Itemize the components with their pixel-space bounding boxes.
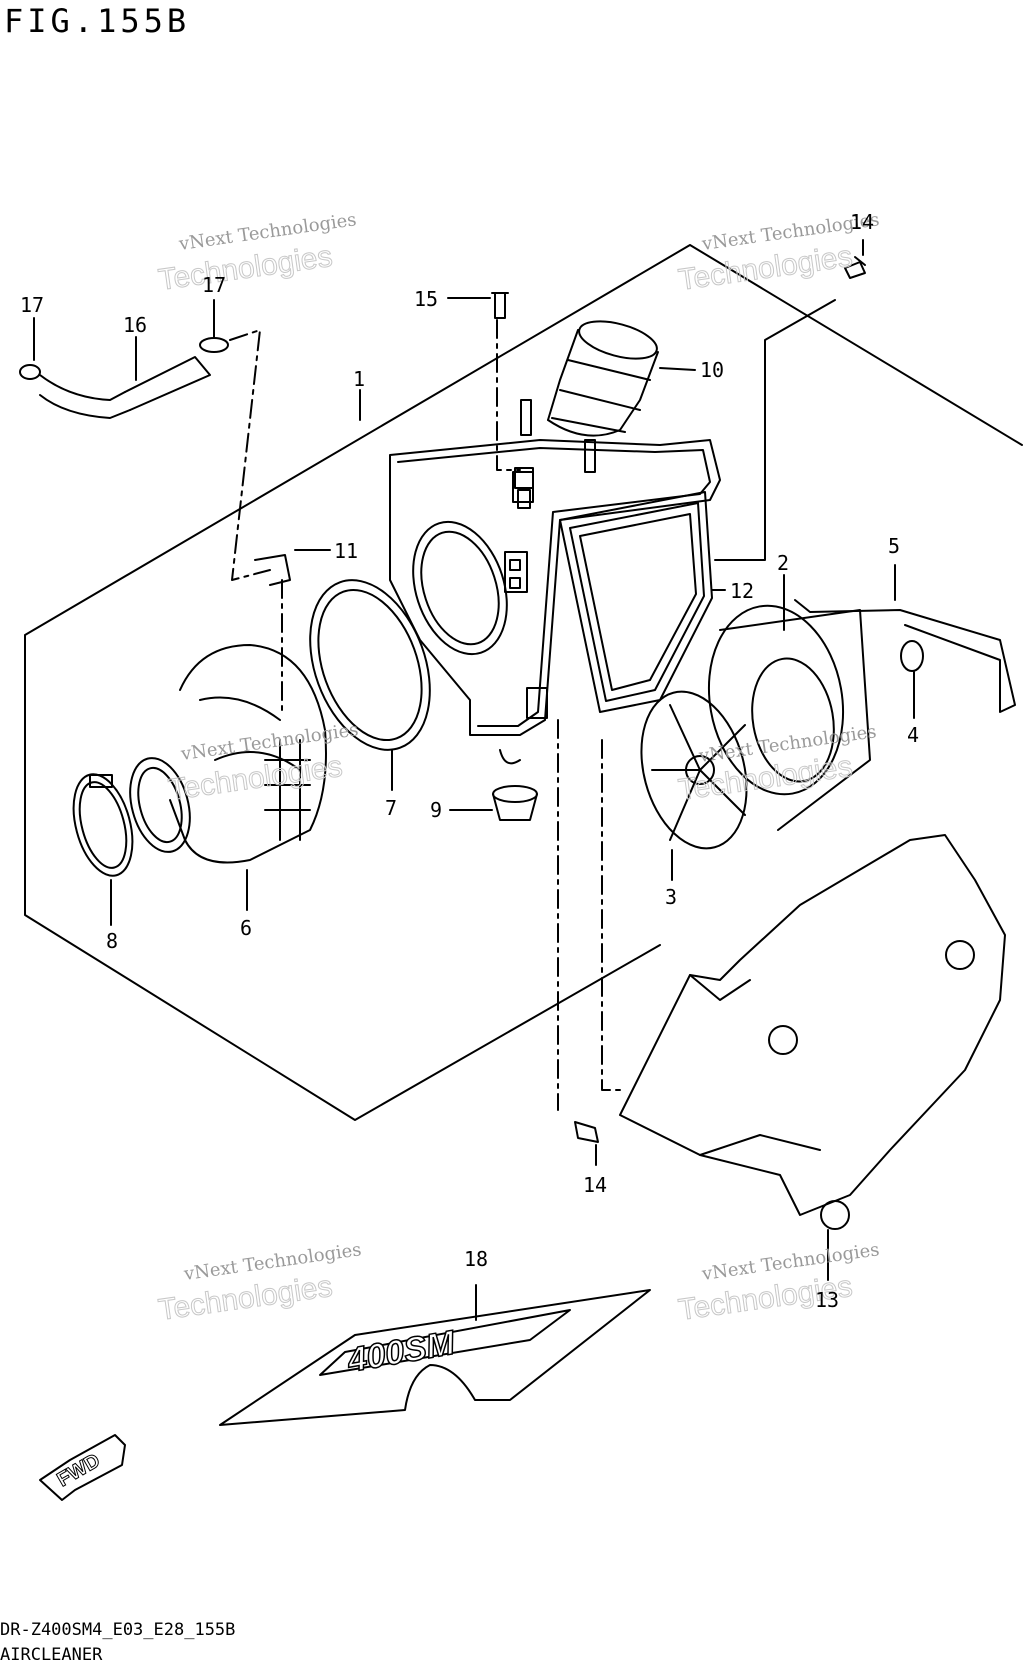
figure-name: AIRCLEANER <box>0 1645 103 1665</box>
decal-text: 400SM <box>344 1324 458 1380</box>
part-label-1: 1 <box>353 367 365 391</box>
part-label-13: 13 <box>815 1288 839 1312</box>
part-label-14-bottom: 14 <box>583 1173 607 1197</box>
bolt-15 <box>491 292 509 319</box>
align-bolt-15 <box>496 319 521 471</box>
fwd-arrow-icon <box>39 1434 126 1501</box>
watermark-bottom-right: Technologies vNext Technologies <box>676 1239 881 1327</box>
hose-joint <box>254 554 291 586</box>
drain-cap <box>492 785 538 821</box>
part-label-5: 5 <box>888 534 900 558</box>
part-label-17-right: 17 <box>202 273 226 297</box>
watermark-top-left: Technologies vNext Technologies <box>156 209 358 297</box>
air-cleaner-case <box>389 439 721 765</box>
leader-14-top <box>714 239 864 561</box>
assembly-boundary <box>24 244 1023 1121</box>
wire-clamp <box>794 599 1016 713</box>
part-label-12: 12 <box>730 579 754 603</box>
stud-a <box>520 399 532 436</box>
frame-cover <box>619 834 1006 1230</box>
intake-tube <box>547 320 659 437</box>
part-label-17-left: 17 <box>20 293 44 317</box>
watermark-bottom-left: Technologies vNext Technologies <box>156 1239 363 1327</box>
bolt-top <box>844 256 866 279</box>
leader-10 <box>659 367 696 371</box>
collar-bolt <box>512 471 534 503</box>
bolt-bottom <box>574 1121 599 1143</box>
part-label-6: 6 <box>240 916 252 940</box>
part-label-3: 3 <box>665 885 677 909</box>
part-label-4: 4 <box>907 723 919 747</box>
part-label-11: 11 <box>334 539 358 563</box>
breather-hose <box>19 337 229 419</box>
align-hose <box>229 329 271 581</box>
part-label-9: 9 <box>430 798 442 822</box>
filter-element <box>707 604 871 831</box>
svg-text:Technologies: Technologies <box>156 1270 334 1327</box>
seal-ring <box>309 579 431 751</box>
part-label-8: 8 <box>106 929 118 953</box>
element-holder <box>640 690 748 850</box>
washer <box>900 640 924 672</box>
part-label-16: 16 <box>123 313 147 337</box>
intake-duct <box>129 644 327 864</box>
hose-clamp <box>72 773 134 877</box>
part-label-14-top: 14 <box>850 210 874 234</box>
part-label-7: 7 <box>385 796 397 820</box>
watermark-middle-left: Technologies vNext Technologies <box>166 719 360 807</box>
part-label-2: 2 <box>777 551 789 575</box>
stud-b <box>584 439 596 473</box>
part-label-15: 15 <box>414 287 438 311</box>
decal <box>219 1289 651 1426</box>
part-label-10: 10 <box>700 358 724 382</box>
align-13 <box>601 739 626 1091</box>
figure-title: FIG.155B <box>4 2 191 40</box>
part-label-18: 18 <box>464 1247 488 1271</box>
seal-gasket <box>559 491 713 713</box>
model-code: DR-Z400SM4_E03_E28_155B <box>0 1620 236 1640</box>
